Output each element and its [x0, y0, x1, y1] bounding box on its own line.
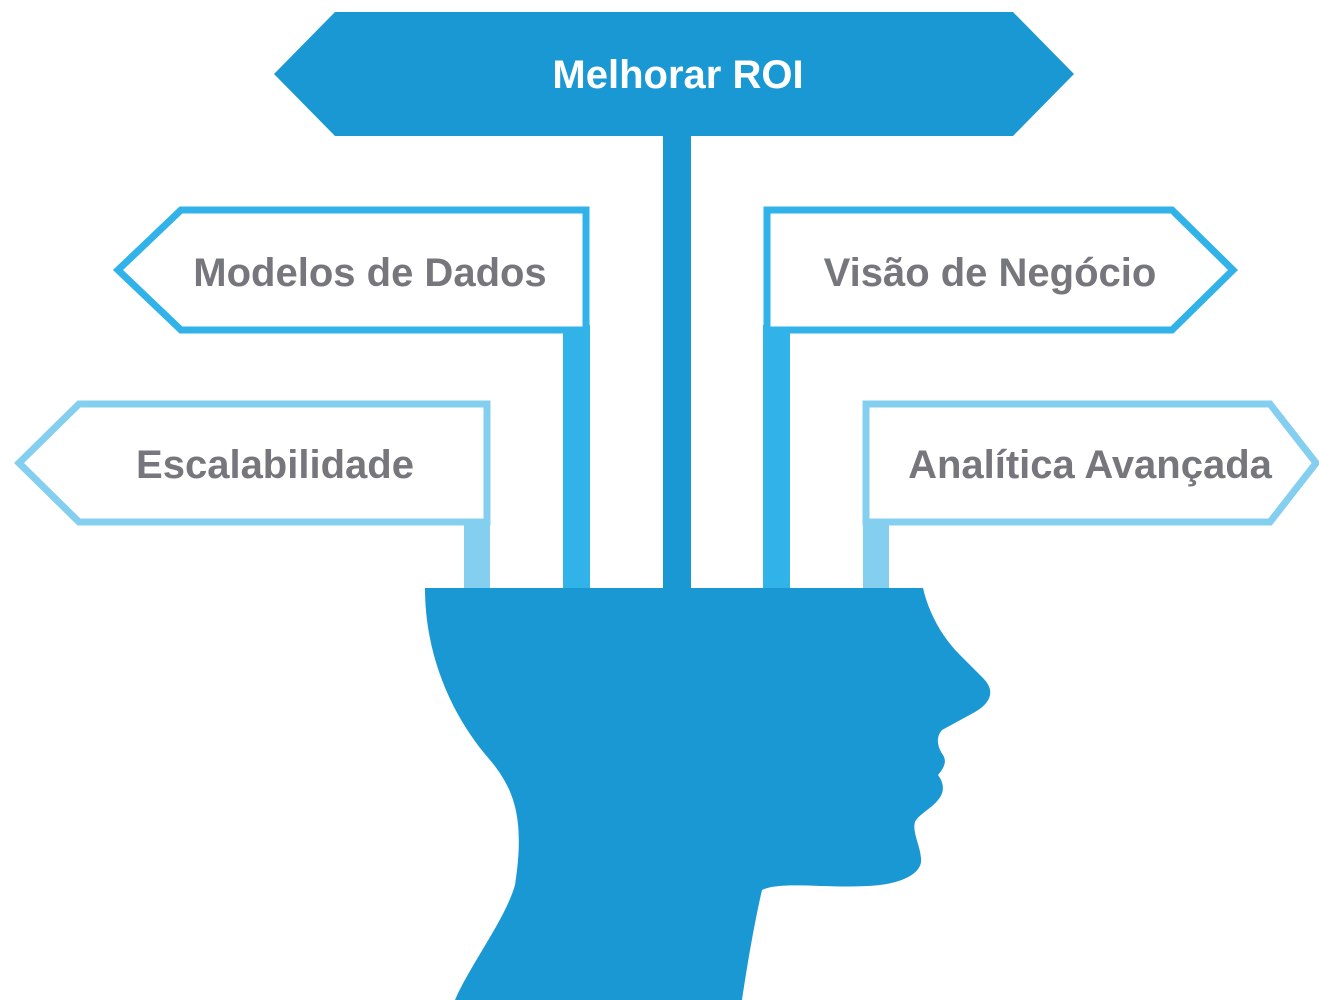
post-right-upper — [763, 325, 790, 595]
sign-left-upper-label: Modelos de Dados — [193, 251, 546, 295]
sign-left-lower-label: Escalabilidade — [136, 443, 414, 487]
post-center — [663, 130, 691, 595]
sign-top-board — [274, 12, 1074, 136]
sign-left-lower-board — [14, 400, 491, 526]
human-head-silhouette-icon — [425, 588, 991, 1000]
post-left-upper — [563, 325, 590, 595]
post-right-lower — [863, 515, 889, 595]
sign-right-lower-board — [862, 400, 1319, 526]
sign-top-label: Melhorar ROI — [552, 53, 803, 97]
sign-right-upper-board — [763, 206, 1238, 334]
sign-right-upper-label: Visão de Negócio — [824, 251, 1157, 295]
post-left-lower — [464, 515, 490, 595]
sign-left-upper-board — [112, 206, 590, 334]
sign-right-lower-label: Analítica Avançada — [908, 443, 1273, 487]
